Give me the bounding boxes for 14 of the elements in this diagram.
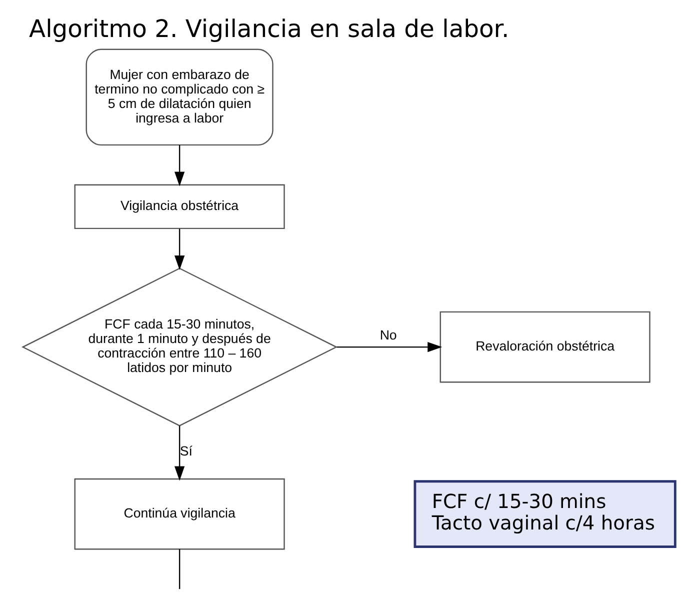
node-box: Revaloración obstétrica: [439, 311, 650, 383]
edge-label: No: [379, 328, 396, 343]
node-box: Continúa vigilancia: [74, 478, 284, 550]
node-box: Mujer con embarazo de termino no complicado con ≥ 5 cm de dilatación quien ingresa a labor: [85, 48, 273, 146]
diagram-title: Algoritmo 2. Vigilancia en sala de labor.: [28, 15, 509, 44]
arrow: [174, 145, 184, 186]
node-diamond: FCF cada 15-30 minutos, durante 1 minuto y después de contracción entre 110 – 160 latidos por minuto: [21, 268, 338, 426]
edge-label: Sí: [179, 444, 192, 459]
connector: [178, 549, 180, 590]
arrow: [336, 342, 442, 352]
arrow: [174, 426, 184, 481]
node-box: Vigilancia obstétrica: [74, 184, 284, 230]
arrow: [174, 228, 184, 270]
node-box: FCF c/ 15-30 mins Tacto vaginal c/4 horas: [413, 480, 676, 548]
